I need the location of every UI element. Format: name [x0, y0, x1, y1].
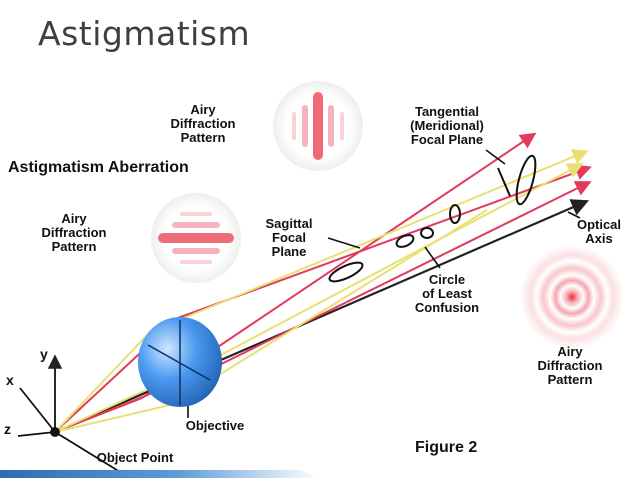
- object-point-label: Object Point: [96, 450, 174, 465]
- tangential-label: Tangential (Meridional) Focal Plane: [410, 104, 484, 147]
- airy-pattern-top: [273, 81, 363, 171]
- airy-top-label: Airy Diffraction Pattern: [170, 102, 236, 145]
- figure-caption: Figure 2: [415, 439, 478, 456]
- optical-axis-line: [54, 199, 590, 434]
- optical-axis-label: Optical Axis: [576, 217, 622, 246]
- circle-least-confusion-label: Circle of Least Confusion: [414, 272, 480, 315]
- axis-z-label: z: [4, 421, 11, 437]
- accent-bar: [0, 470, 320, 478]
- slide-title: Astigmatism: [38, 14, 251, 53]
- focal-ellipses: [328, 154, 537, 283]
- airy-pattern-right: [520, 245, 624, 349]
- sagittal-label: Sagittal Focal Plane: [265, 216, 313, 259]
- airy-left-label: Airy Diffraction Pattern: [41, 211, 107, 254]
- airy-pattern-left: [151, 193, 241, 283]
- objective-label: Objective: [185, 418, 245, 433]
- axis-x-label: x: [6, 372, 14, 388]
- aberration-heading: Astigmatism Aberration: [8, 159, 189, 176]
- ray-bundle: [54, 132, 592, 434]
- objective-lens: [138, 317, 222, 407]
- coordinate-axes: [17, 354, 126, 476]
- airy-right-label: Airy Diffraction Pattern: [537, 344, 603, 387]
- axis-y-label: y: [40, 346, 48, 362]
